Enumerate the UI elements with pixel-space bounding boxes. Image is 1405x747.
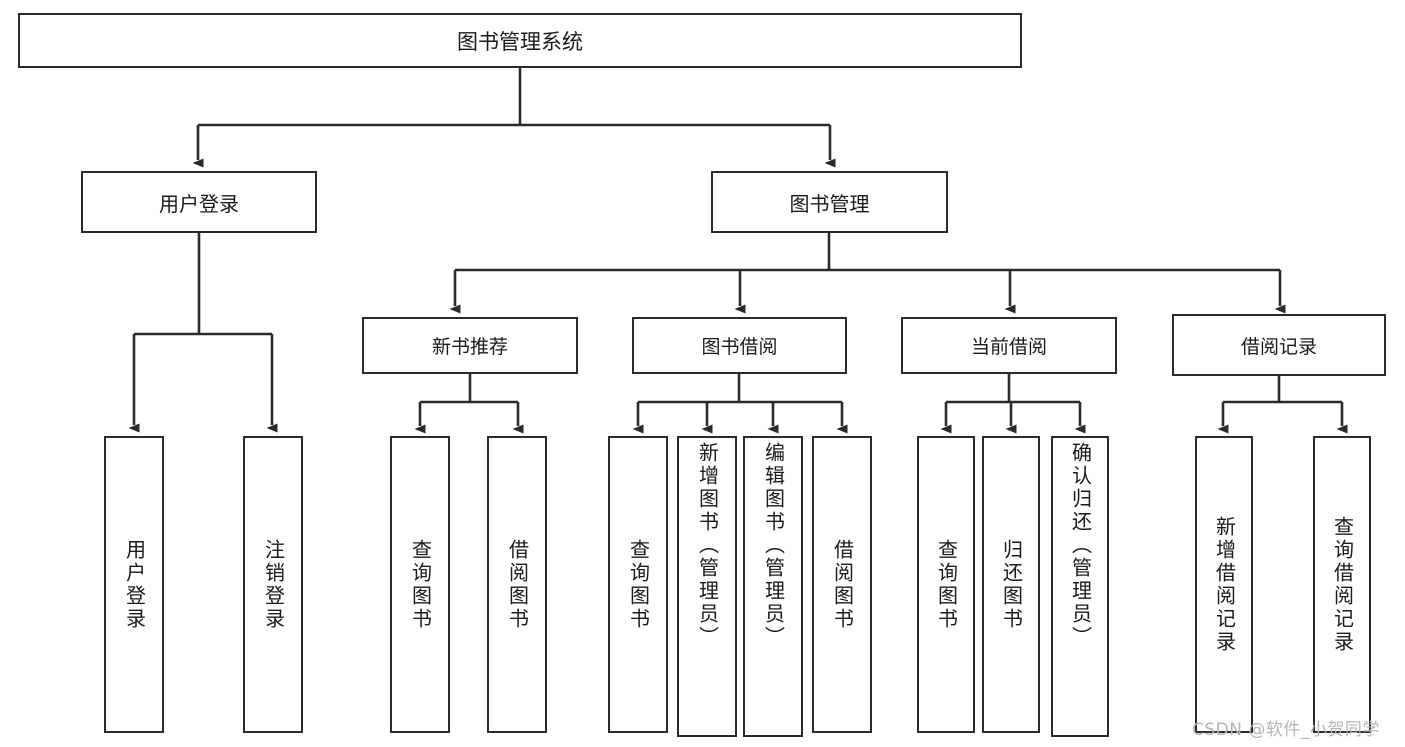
node-book-management[interactable]: 图书管理 — [711, 171, 948, 233]
node-label: 借阅图书 — [505, 538, 530, 631]
leaf-user-logout[interactable]: 注销登录 — [243, 436, 303, 733]
leaf-borrow-add-book-admin[interactable]: 新增图书（管理员） — [677, 436, 737, 737]
node-current-borrow[interactable]: 当前借阅 — [901, 317, 1117, 374]
leaf-text-wrap: 借阅图书 — [489, 442, 545, 727]
leaf-record-add-record[interactable]: 新增借阅记录 — [1195, 436, 1253, 733]
leaf-newbook-borrow-book[interactable]: 借阅图书 — [487, 436, 547, 733]
leaf-borrow-borrow-book[interactable]: 借阅图书 — [812, 436, 872, 733]
node-label: 借阅记录 — [1240, 335, 1317, 358]
node-new-book-recommend[interactable]: 新书推荐 — [362, 317, 578, 374]
leaf-text-wrap: 用户登录 — [106, 442, 162, 727]
leaf-newbook-query-book[interactable]: 查询图书 — [390, 436, 450, 733]
leaf-current-query-book[interactable]: 查询图书 — [917, 436, 975, 733]
leaf-text-wrap: 查询图书 — [610, 442, 666, 727]
leaf-text-wrap: 新增图书（管理员） — [679, 442, 735, 731]
node-label: 当前借阅 — [970, 336, 1047, 358]
leaf-text-wrap: 新增借阅记录 — [1197, 442, 1251, 727]
leaf-user-login[interactable]: 用户登录 — [104, 436, 164, 733]
node-label: 新书推荐 — [431, 336, 508, 358]
node-label: 图书借阅 — [701, 336, 778, 358]
leaf-text-wrap: 查询图书 — [919, 442, 973, 727]
leaf-text-wrap: 确认归还（管理员） — [1053, 442, 1107, 731]
node-root-system[interactable]: 图书管理系统 — [18, 13, 1022, 68]
node-borrow-record[interactable]: 借阅记录 — [1172, 314, 1386, 376]
leaf-text-wrap: 注销登录 — [245, 442, 301, 727]
node-label: 确认归还（管理员） — [1068, 442, 1093, 649]
node-label: 注销登录 — [261, 538, 286, 631]
node-label: 新增借阅记录 — [1212, 515, 1237, 654]
leaf-text-wrap: 编辑图书（管理员） — [745, 442, 801, 731]
node-label: 归还图书 — [999, 538, 1024, 631]
leaf-text-wrap: 归还图书 — [984, 442, 1038, 727]
node-label: 编辑图书（管理员） — [761, 442, 786, 649]
watermark-credit: CSDN @软件_小贺同学 — [1192, 720, 1380, 740]
node-label: 查询借阅记录 — [1330, 515, 1355, 654]
node-label: 图书管理 — [789, 191, 870, 216]
leaf-text-wrap: 借阅图书 — [814, 442, 870, 727]
node-label: 查询图书 — [408, 538, 433, 631]
node-label: 借阅图书 — [830, 538, 855, 631]
node-label: 查询图书 — [626, 538, 651, 631]
leaf-text-wrap: 查询图书 — [392, 442, 448, 727]
node-label: 用户登录 — [122, 538, 147, 631]
leaf-record-query-record[interactable]: 查询借阅记录 — [1313, 436, 1371, 733]
node-label: 图书管理系统 — [457, 29, 583, 54]
node-book-borrow[interactable]: 图书借阅 — [632, 317, 847, 374]
leaf-current-confirm-return-admin[interactable]: 确认归还（管理员） — [1051, 436, 1109, 737]
leaf-borrow-query-book[interactable]: 查询图书 — [608, 436, 668, 733]
node-user-login[interactable]: 用户登录 — [81, 171, 317, 233]
leaf-current-return-book[interactable]: 归还图书 — [982, 436, 1040, 733]
leaf-text-wrap: 查询借阅记录 — [1315, 442, 1369, 727]
node-label: 查询图书 — [934, 538, 959, 631]
node-label: 用户登录 — [159, 191, 239, 216]
node-label: 新增图书（管理员） — [695, 442, 720, 649]
leaf-borrow-edit-book-admin[interactable]: 编辑图书（管理员） — [743, 436, 803, 737]
